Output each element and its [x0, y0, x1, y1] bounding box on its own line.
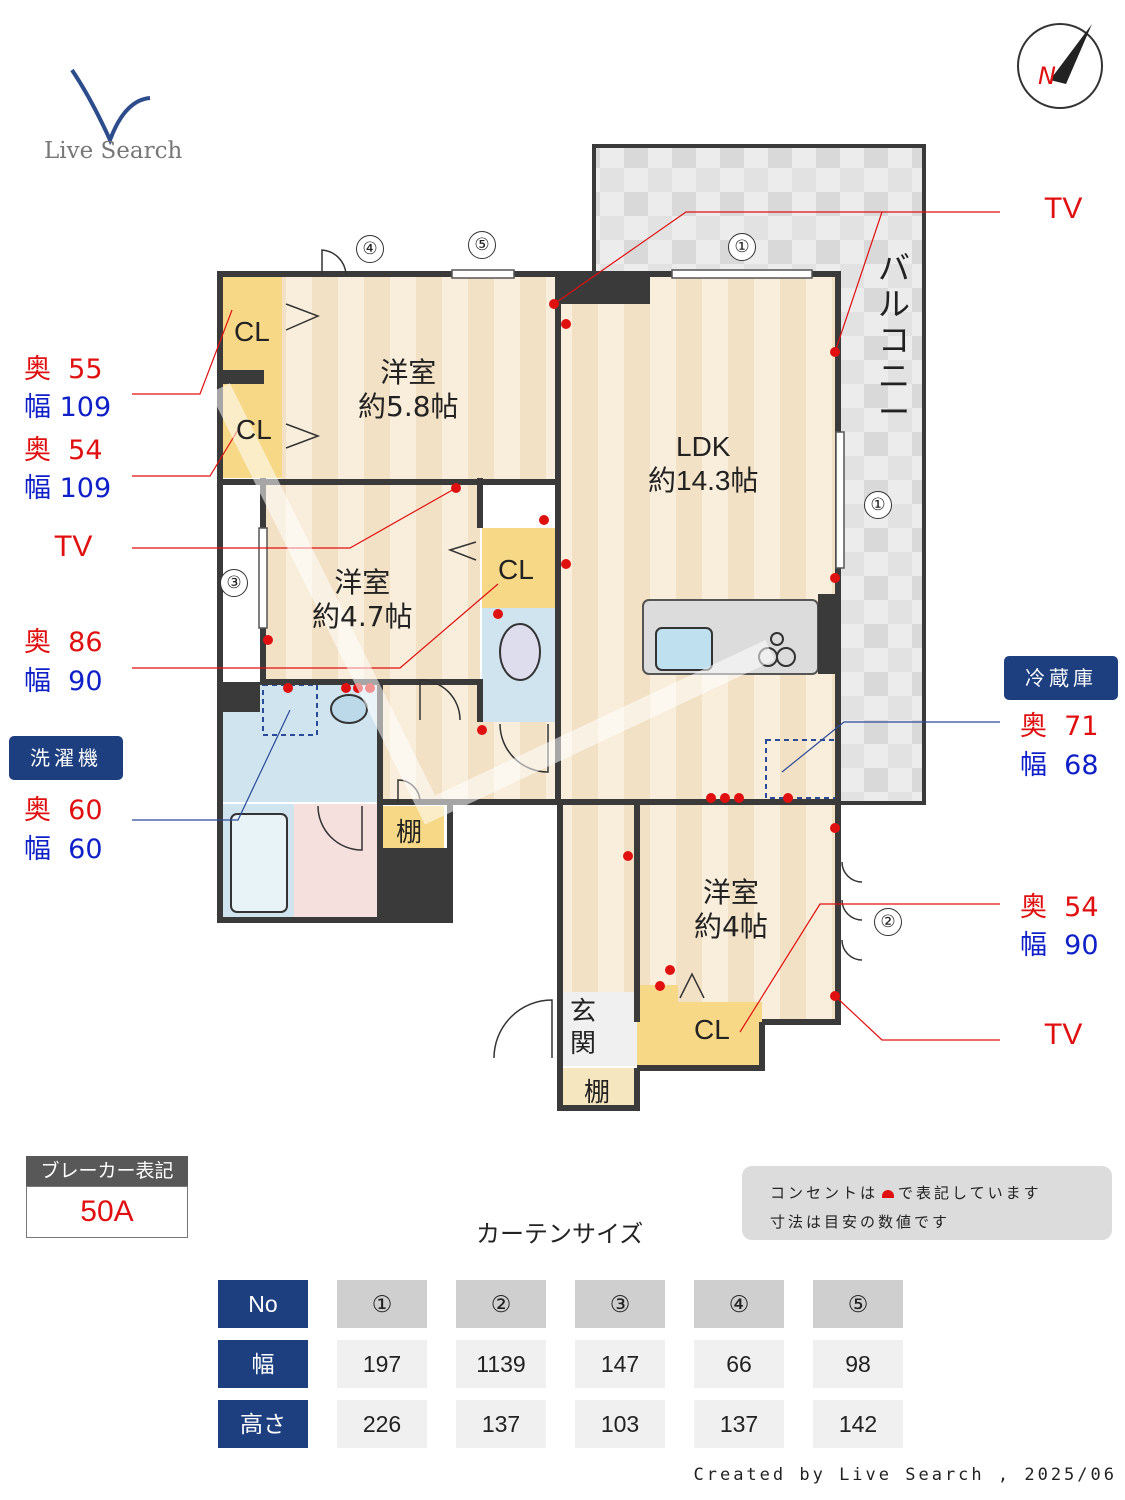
window-marker-1: ① — [728, 233, 756, 261]
room-ldk-floor — [558, 276, 838, 802]
stove-icon — [776, 647, 796, 667]
table-cell: ⑤ — [813, 1280, 903, 1328]
closet — [482, 528, 558, 608]
table-cell: 147 — [575, 1340, 665, 1388]
table-cell: ④ — [694, 1280, 784, 1328]
table-cell: 137 — [456, 1400, 546, 1448]
table-cell: 142 — [813, 1400, 903, 1448]
tv-label: TV — [1044, 192, 1083, 225]
table-cell: 226 — [337, 1400, 427, 1448]
window-marker-5: ⑤ — [468, 231, 496, 259]
table-cell: 137 — [694, 1400, 784, 1448]
table-cell: 1139 — [456, 1340, 546, 1388]
wall-block — [818, 594, 838, 674]
footer-credit: Created by Live Search , 2025/06 — [693, 1465, 1117, 1485]
closet — [637, 985, 678, 1068]
legend-note: コンセントはで表記しています 寸法は目安の数値です — [742, 1166, 1112, 1240]
closet-label: CL — [234, 316, 270, 347]
tv-label: TV — [1044, 1018, 1083, 1051]
tv-label: TV — [54, 530, 93, 563]
wall-block — [380, 848, 450, 920]
sink-icon — [330, 694, 368, 724]
window-marker-2: ② — [874, 908, 902, 936]
wall-block — [558, 274, 650, 304]
closet — [678, 1002, 762, 1068]
room-western2-label: 洋室約4.7帖 — [312, 566, 413, 633]
table-cell: 197 — [337, 1340, 427, 1388]
curtain-table-title: カーテンサイズ — [476, 1220, 644, 1248]
toilet-icon — [499, 623, 541, 681]
closet-label: CL — [498, 554, 534, 585]
balcony-label: バルコニー — [878, 249, 911, 431]
dressing — [294, 804, 380, 920]
entrance — [560, 992, 637, 1066]
table-cell: ② — [456, 1280, 546, 1328]
washer-tag: 洗濯機 — [9, 736, 123, 780]
row-header-no: No — [218, 1280, 308, 1328]
table-cell: ① — [337, 1280, 427, 1328]
entrance-label: 玄関 — [570, 997, 597, 1059]
hall-floor — [560, 802, 637, 1002]
closet-label: CL — [236, 414, 272, 445]
room-western1-label: 洋室約5.8帖 — [358, 356, 459, 423]
stove-icon — [770, 632, 784, 646]
fridge-tag: 冷蔵庫 — [1004, 656, 1118, 700]
floor-plan — [70, 23, 1103, 1111]
breaker-title: ブレーカー表記 — [26, 1156, 188, 1186]
logo: Live Search — [44, 138, 183, 164]
window-marker-1: ① — [864, 491, 892, 519]
room-western1-floor — [282, 276, 558, 482]
closet-label: CL — [694, 1014, 730, 1045]
compass-letter: N — [1038, 62, 1056, 90]
bath-tub — [230, 813, 288, 913]
table-cell: ③ — [575, 1280, 665, 1328]
kitchen-sink-icon — [655, 627, 713, 671]
row-header-height: 高さ — [218, 1400, 308, 1448]
room-western3-label: 洋室約4帖 — [694, 876, 768, 943]
outlet-icon — [882, 1190, 895, 1198]
wall-block — [220, 682, 260, 712]
row-header-width: 幅 — [218, 1340, 308, 1388]
shelf-label: 棚 — [396, 818, 423, 848]
table-cell: 103 — [575, 1400, 665, 1448]
wall-block — [220, 370, 264, 384]
table-cell: 98 — [813, 1340, 903, 1388]
room-western2-floor — [263, 482, 480, 682]
table-cell: 66 — [694, 1340, 784, 1388]
window-marker-3: ③ — [220, 569, 248, 597]
logo-mark-icon — [70, 68, 151, 146]
compass-icon — [1017, 23, 1103, 109]
window-marker-4: ④ — [356, 235, 384, 263]
shelf-label: 棚 — [584, 1078, 611, 1108]
breaker-value: 50A — [26, 1186, 188, 1238]
watermark — [210, 383, 775, 825]
shelf — [560, 1068, 638, 1108]
